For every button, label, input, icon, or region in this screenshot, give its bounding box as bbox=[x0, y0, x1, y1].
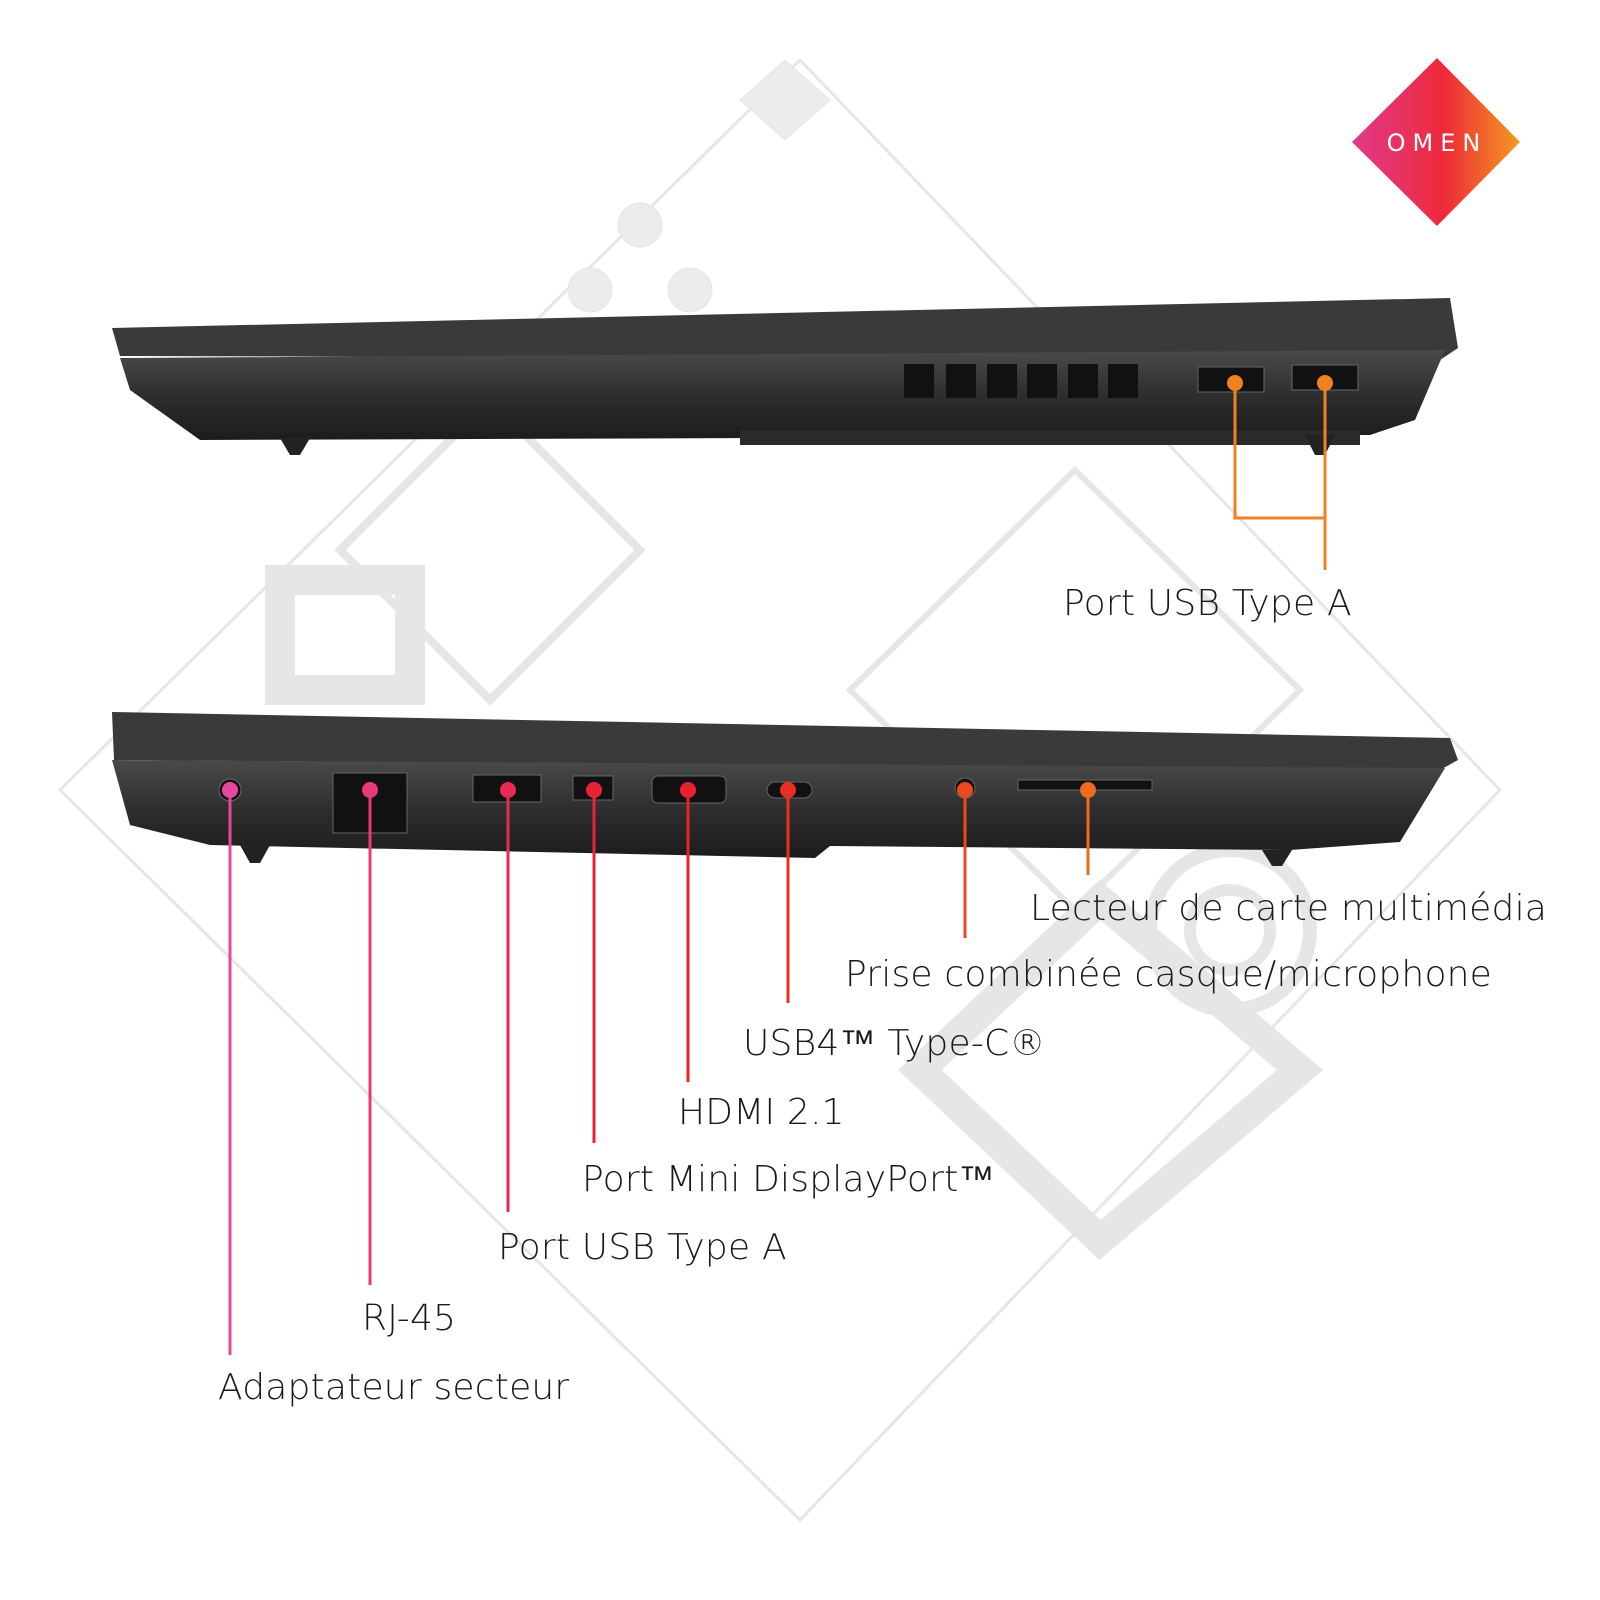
callout-top-usb-a bbox=[1227, 375, 1333, 570]
laptop-right-side bbox=[112, 298, 1458, 455]
background-pattern bbox=[57, 57, 1503, 1523]
port-marker-dot bbox=[1080, 782, 1096, 798]
svg-text:OMEN: OMEN bbox=[1387, 129, 1488, 157]
laptop-left-side bbox=[112, 712, 1458, 866]
port-marker-dot bbox=[780, 782, 796, 798]
label-power-adapter: Adaptateur secteur bbox=[218, 1367, 570, 1408]
label-mini-displayport: Port Mini DisplayPort™ bbox=[582, 1159, 995, 1200]
label-usb4: USB4™ Type-C® bbox=[743, 1023, 1046, 1064]
port-marker-dot bbox=[586, 782, 602, 798]
port-marker-dot bbox=[680, 782, 696, 798]
label-top-usb-a: Port USB Type A bbox=[1063, 583, 1352, 624]
omen-logo: OMEN bbox=[1352, 58, 1520, 226]
port-marker-dot bbox=[957, 782, 973, 798]
label-hdmi: HDMI 2.1 bbox=[678, 1092, 845, 1133]
label-usb-a: Port USB Type A bbox=[498, 1227, 787, 1268]
port-marker-dot bbox=[500, 782, 516, 798]
port-marker-dot bbox=[222, 782, 238, 798]
label-card-reader: Lecteur de carte multimédia bbox=[1030, 888, 1548, 929]
port-marker-dot bbox=[362, 782, 378, 798]
label-rj45: RJ-45 bbox=[362, 1298, 457, 1339]
label-audio-jack: Prise combinée casque/microphone bbox=[845, 954, 1493, 995]
callout-lines-left-side bbox=[222, 782, 1096, 1355]
